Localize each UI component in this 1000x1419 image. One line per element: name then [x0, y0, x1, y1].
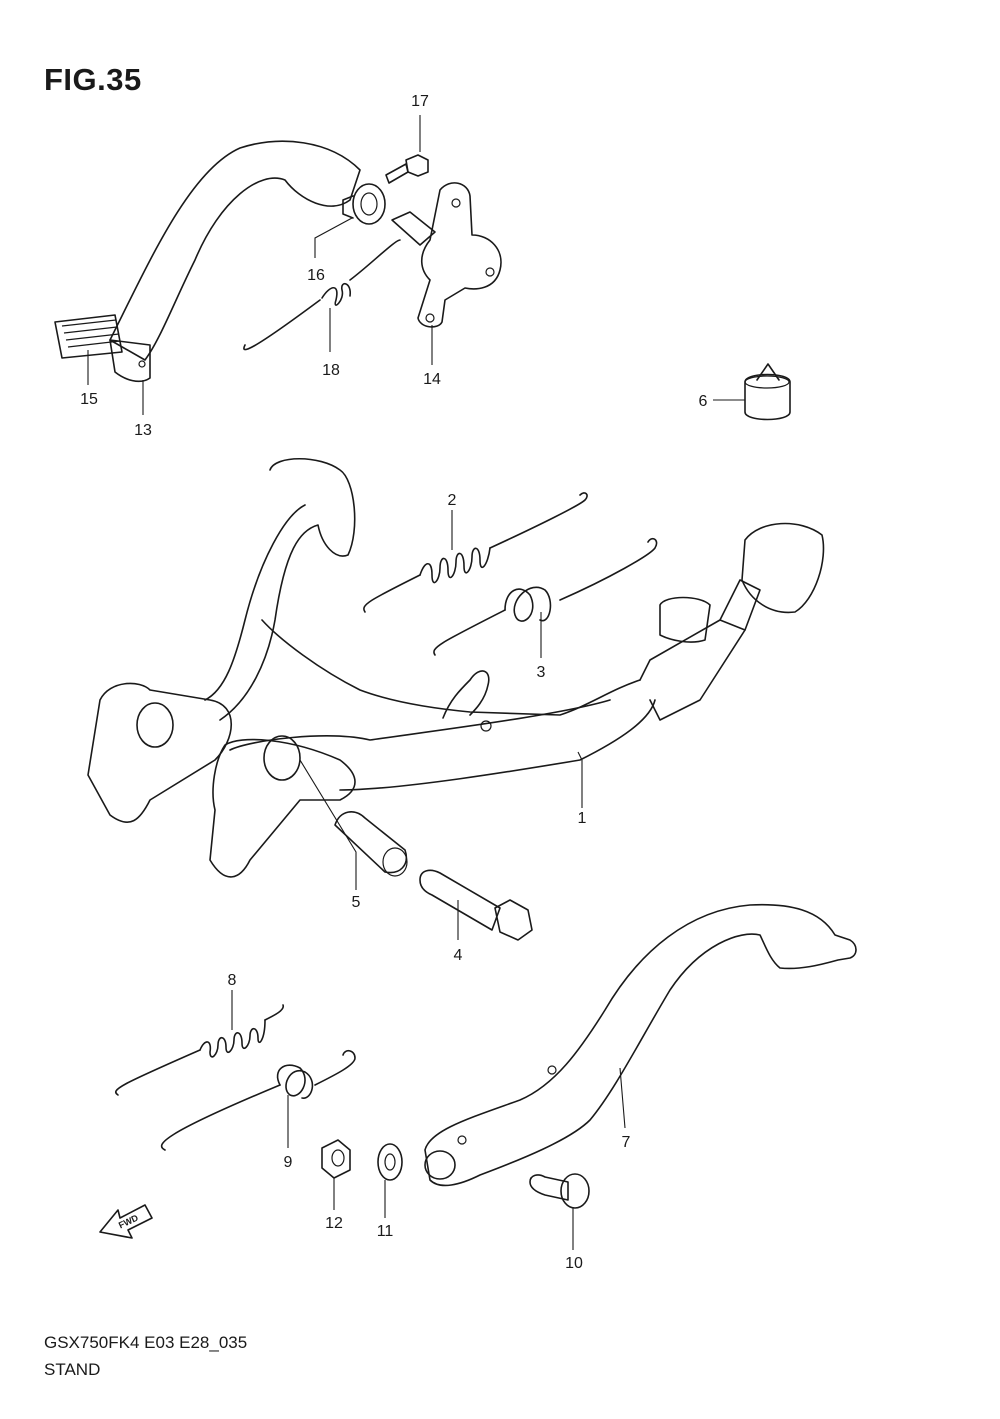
diagram-name: STAND: [44, 1360, 101, 1379]
bolt-17: [385, 154, 429, 184]
center-stand-1: [87, 457, 825, 878]
callout-4: 4: [454, 947, 463, 964]
washer-11: [377, 1143, 403, 1181]
callout-11: 11: [377, 1223, 394, 1240]
callout-8: 8: [228, 972, 237, 989]
spring-9: [160, 1049, 356, 1151]
collar-5: [334, 811, 408, 877]
footpeg-rubber-15: [54, 314, 123, 359]
callout-6: 6: [699, 393, 708, 410]
diagram-code: GSX750FK4 E03 E28_035: [44, 1333, 248, 1352]
callout-10: 10: [565, 1255, 583, 1272]
callout-labels: 1 2 3 4 5 6 7 8 9 10 11 12 13 14 15 16 1…: [80, 93, 707, 1272]
nut-12: [321, 1139, 351, 1179]
leader-lines: [87, 115, 745, 1250]
spring-18: [243, 239, 401, 351]
callout-1: 1: [578, 810, 587, 827]
pedal-arm-13: [109, 140, 361, 383]
spring-8: [114, 1004, 285, 1096]
callout-5: 5: [352, 894, 361, 911]
callout-2: 2: [448, 492, 457, 509]
bracket-14: [391, 182, 502, 328]
callout-16: 16: [307, 267, 325, 284]
fwd-arrow-icon: FWD: [99, 1204, 153, 1239]
bolt-10: [529, 1173, 590, 1209]
callout-9: 9: [284, 1154, 293, 1171]
callout-3: 3: [537, 664, 546, 681]
callout-18: 18: [322, 362, 340, 379]
callout-14: 14: [423, 371, 441, 388]
stopper-6: [744, 363, 791, 421]
bushing-16: [342, 183, 386, 225]
callout-12: 12: [325, 1215, 343, 1232]
side-stand-7: [424, 903, 857, 1187]
callout-7: 7: [622, 1134, 631, 1151]
spring-2: [363, 492, 588, 613]
figure-title: FIG.35: [44, 62, 142, 97]
fwd-label: FWD: [117, 1212, 140, 1230]
callout-17: 17: [411, 93, 429, 110]
bolt-4: [419, 869, 533, 941]
spring-3: [433, 537, 658, 656]
callout-15: 15: [80, 391, 98, 408]
callout-13: 13: [134, 422, 152, 439]
